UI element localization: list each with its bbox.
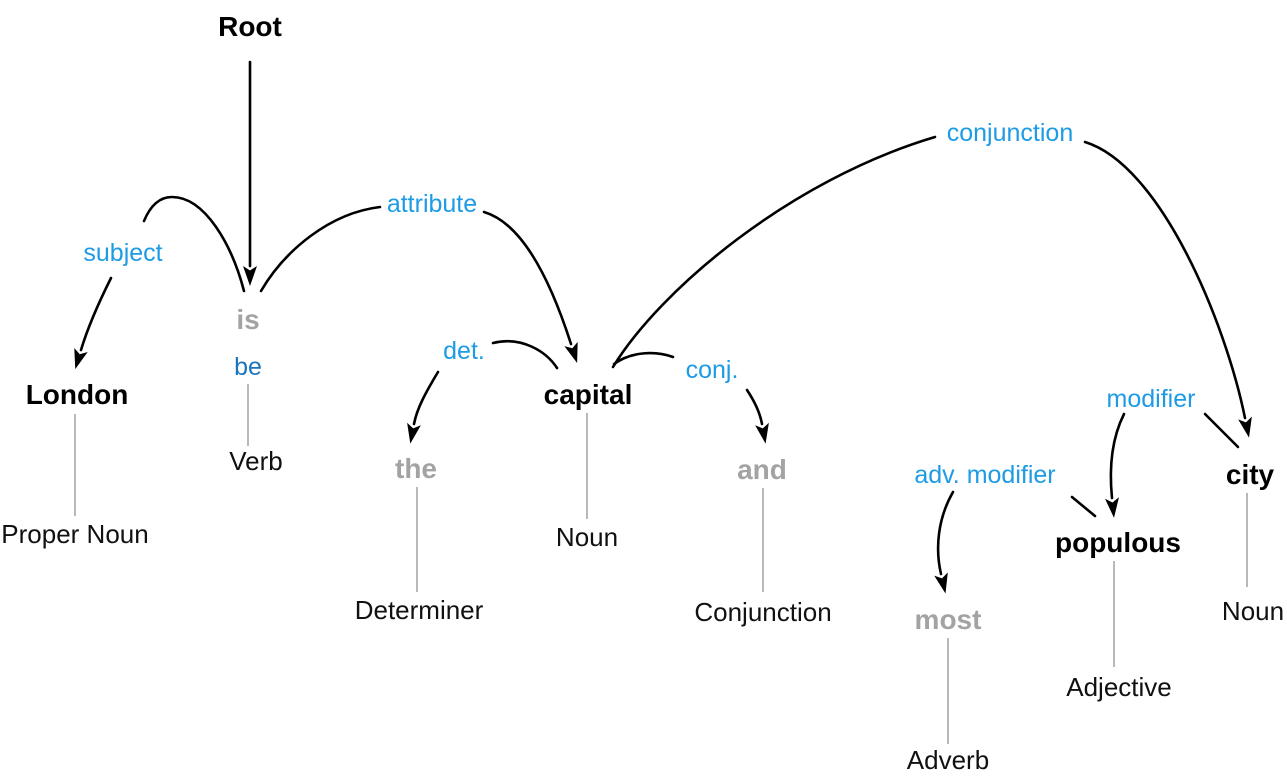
attribute-arc-in (259, 205, 382, 293)
token-is: is (236, 304, 259, 335)
root-label: Root (218, 11, 282, 42)
pos-noun-city: Noun (1222, 596, 1284, 626)
adv-modifier-arrow-out (934, 490, 955, 594)
pos-adjective: Adjective (1066, 672, 1172, 702)
det-arc-in (491, 340, 559, 370)
token-capital: capital (544, 379, 633, 410)
relation-label-det: det. (443, 337, 485, 365)
subject-arc-in (142, 195, 246, 293)
token-the: the (395, 453, 437, 484)
pos-verb: Verb (229, 446, 283, 476)
conj-arc-in (612, 351, 675, 366)
relation-label-attribute: attribute (387, 190, 477, 218)
attribute-arrow-out (482, 210, 578, 364)
relation-label-subject: subject (83, 239, 162, 267)
pos-adverb: Adverb (907, 745, 989, 775)
subject-arrow-out (74, 276, 113, 370)
pos-proper-noun: Proper Noun (1, 519, 148, 549)
modifier-arrow-out (1105, 412, 1126, 518)
pos-noun-capital: Noun (556, 522, 618, 552)
adv-modifier-line-in (1070, 495, 1097, 518)
token-populous: populous (1055, 527, 1181, 558)
det-arrow-out (407, 370, 440, 444)
pos-determiner: Determiner (355, 595, 484, 625)
conjunction-arrow-out (1083, 140, 1252, 438)
conjunction-arc-in (611, 135, 937, 369)
relation-label-conjunction: conjunction (947, 119, 1073, 147)
token-london: London (26, 379, 129, 410)
conj-arrow-out (745, 388, 769, 444)
token-and: and (737, 454, 787, 485)
relation-label-modifier: modifier (1107, 385, 1196, 413)
pos-conjunction: Conjunction (694, 597, 831, 627)
lemma-be: be (234, 353, 262, 381)
modifier-line-in (1203, 412, 1240, 449)
relation-label-conj: conj. (686, 356, 739, 384)
token-city: city (1226, 459, 1275, 490)
relation-label-adv-modifier: adv. modifier (914, 461, 1055, 489)
token-most: most (915, 604, 982, 635)
